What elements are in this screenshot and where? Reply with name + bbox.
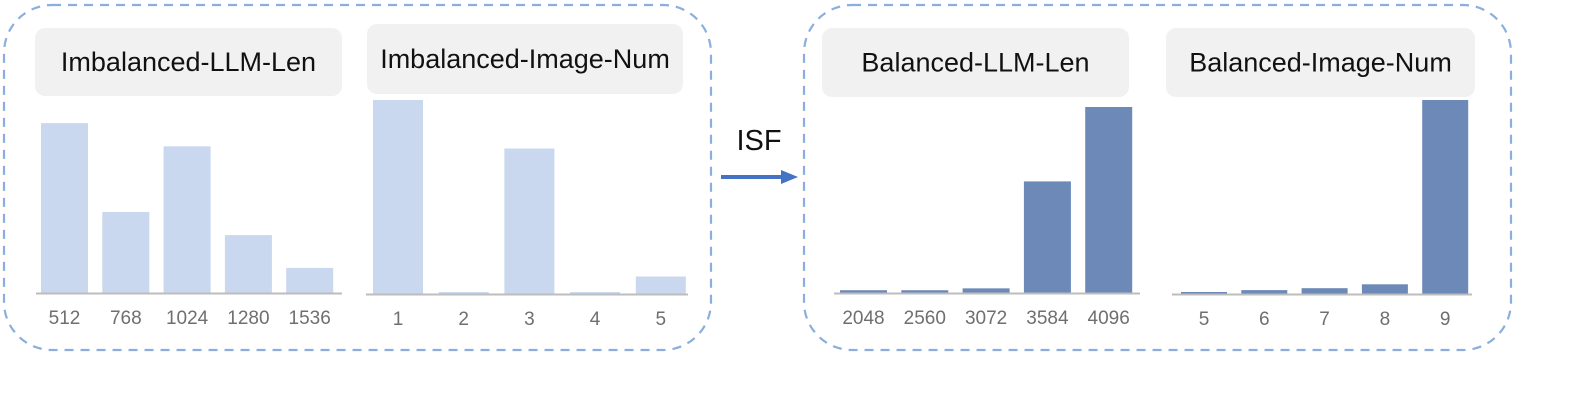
bar-1536 — [286, 267, 334, 293]
x-tick-label-512: 512 — [49, 308, 81, 329]
panel-title: Balanced-LLM-Len — [861, 48, 1089, 78]
bar-3584 — [1023, 181, 1071, 293]
x-tick-label-6: 6 — [1259, 309, 1270, 330]
panel-balanced-image-num: Balanced-Image-Num 5 6 7 8 9 — [1166, 28, 1475, 330]
panel-imbalanced-llm-len: Imbalanced-LLM-Len 512 768 1024 1280 1536 — [35, 28, 342, 329]
bar-4096 — [1085, 107, 1133, 293]
x-tick-label-4096: 4096 — [1088, 308, 1130, 329]
bar-7 — [1301, 288, 1348, 294]
bar-2560 — [901, 290, 949, 293]
group-frame-imbalanced — [2, 3, 713, 352]
isf-arrow-head — [781, 170, 798, 184]
x-tick-label-8: 8 — [1380, 309, 1391, 330]
bar-6 — [1241, 290, 1288, 294]
bar-512 — [41, 123, 88, 293]
bar-2 — [438, 292, 489, 294]
bar-1 — [373, 100, 423, 294]
bar-5 — [1181, 292, 1227, 294]
bar-2048 — [840, 290, 887, 293]
x-tick-label-3584: 3584 — [1026, 308, 1069, 329]
bar-1024 — [163, 146, 211, 293]
x-tick-label-9: 9 — [1440, 309, 1451, 330]
panel-title: Imbalanced-Image-Num — [380, 44, 670, 74]
x-tick-label-1024: 1024 — [166, 308, 209, 329]
x-tick-label-3072: 3072 — [965, 308, 1007, 329]
bar-3072 — [962, 288, 1010, 293]
x-tick-label-5: 5 — [656, 309, 667, 330]
isf-arrow: ISF — [721, 125, 798, 184]
x-tick-label-5: 5 — [1199, 309, 1210, 330]
x-tick-label-2560: 2560 — [904, 308, 946, 329]
bar-3 — [504, 148, 555, 294]
x-tick-label-1536: 1536 — [289, 308, 331, 329]
bar-9 — [1422, 100, 1469, 294]
x-tick-label-1280: 1280 — [227, 308, 269, 329]
panel-title-box — [822, 28, 1129, 97]
panel-title-box — [367, 24, 683, 94]
panel-title: Balanced-Image-Num — [1189, 48, 1452, 78]
bar-768 — [102, 211, 150, 293]
panel-title-box — [1166, 28, 1475, 97]
bar-4 — [570, 292, 621, 294]
x-tick-label-2: 2 — [458, 309, 469, 330]
x-tick-label-1: 1 — [393, 309, 404, 330]
group-frame-balanced — [802, 3, 1513, 352]
isf-arrow-label: ISF — [736, 125, 781, 157]
bar-1280 — [224, 235, 272, 293]
x-tick-label-4: 4 — [590, 309, 601, 330]
x-tick-label-768: 768 — [110, 308, 142, 329]
panel-title-box — [35, 28, 342, 96]
panel-imbalanced-image-num: Imbalanced-Image-Num 1 2 3 4 5 — [366, 24, 688, 330]
bar-8 — [1361, 284, 1408, 294]
x-tick-label-3: 3 — [524, 309, 535, 330]
panel-title: Imbalanced-LLM-Len — [61, 47, 316, 77]
x-tick-label-2048: 2048 — [842, 308, 884, 329]
x-tick-label-7: 7 — [1319, 309, 1330, 330]
panel-balanced-llm-len: Balanced-LLM-Len 2048 2560 3072 3584 4096 — [822, 28, 1140, 329]
bar-5 — [635, 276, 686, 294]
